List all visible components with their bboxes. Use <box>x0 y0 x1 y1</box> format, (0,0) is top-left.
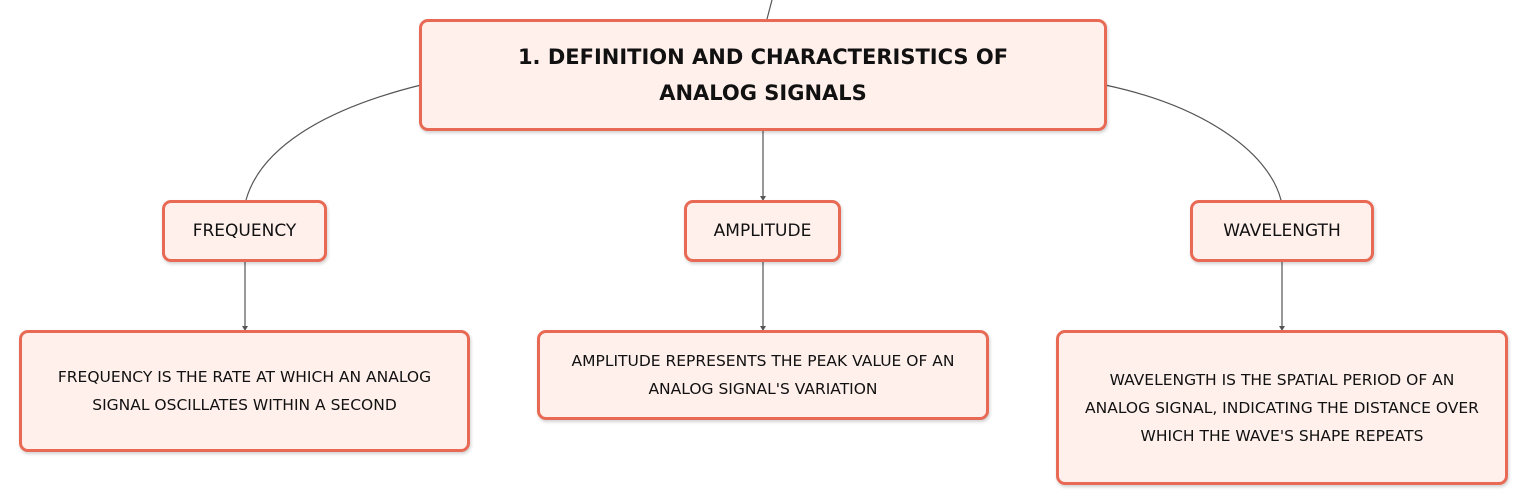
topic-node-frequency[interactable]: FREQUENCY <box>162 200 327 262</box>
topic-node-label: WAVELENGTH <box>1223 221 1341 241</box>
arrowhead-wavelength-detail <box>1279 326 1285 331</box>
detail-node-text: WAVELENGTH IS THE SPATIAL PERIOD OF AN A… <box>1085 370 1479 445</box>
arrowhead-amplitude <box>760 196 766 201</box>
topic-node-amplitude[interactable]: AMPLITUDE <box>684 200 841 262</box>
detail-node-amplitude[interactable]: AMPLITUDE REPRESENTS THE PEAK VALUE OF A… <box>537 330 989 420</box>
topic-node-label: FREQUENCY <box>192 221 297 241</box>
arrowhead-frequency-detail <box>242 326 248 331</box>
topic-node-wavelength[interactable]: WAVELENGTH <box>1190 200 1374 262</box>
arrowhead-amplitude-detail <box>760 326 766 331</box>
detail-node-frequency[interactable]: FREQUENCY IS THE RATE AT WHICH AN ANALOG… <box>19 330 470 452</box>
connector-root-to-frequency <box>245 84 422 201</box>
detail-node-text: FREQUENCY IS THE RATE AT WHICH AN ANALOG… <box>57 368 432 414</box>
connector-root-to-wavelength <box>1104 84 1282 201</box>
root-node-label: 1. DEFINITION AND CHARACTERISTICS OF ANA… <box>517 45 1009 105</box>
detail-node-wavelength[interactable]: WAVELENGTH IS THE SPATIAL PERIOD OF AN A… <box>1056 330 1508 485</box>
connector-from-parent <box>766 0 773 20</box>
topic-node-label: AMPLITUDE <box>713 221 812 241</box>
root-node[interactable]: 1. DEFINITION AND CHARACTERISTICS OF ANA… <box>419 19 1107 131</box>
detail-node-text: AMPLITUDE REPRESENTS THE PEAK VALUE OF A… <box>571 352 955 398</box>
